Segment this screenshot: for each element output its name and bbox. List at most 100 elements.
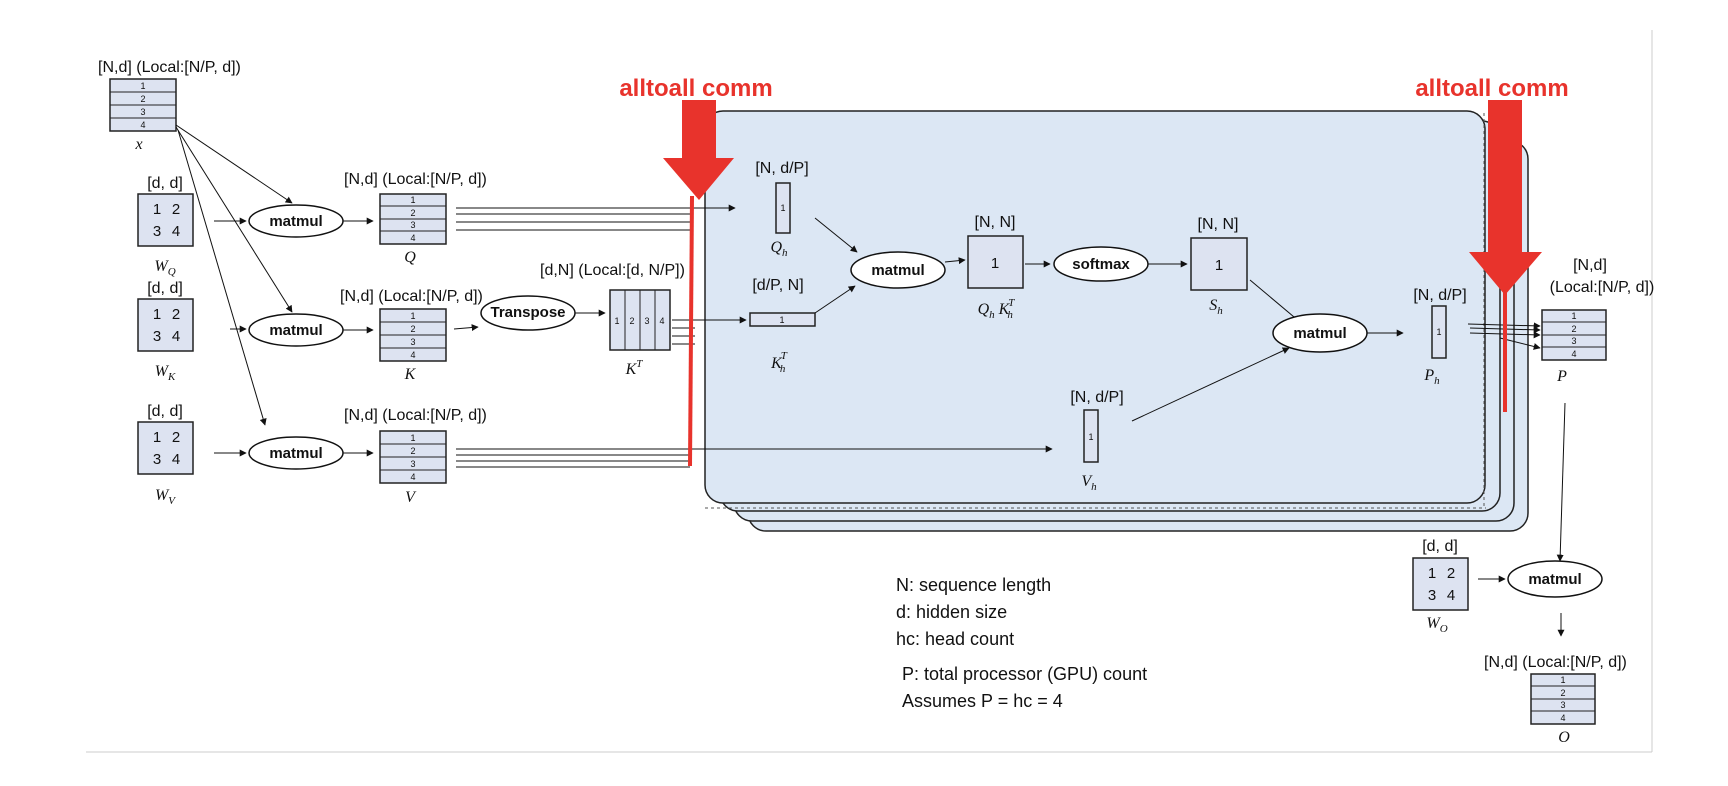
q-shape-label: [N,d] (Local:[N/P, d]) (344, 171, 487, 188)
alltoall-label-right: alltoall comm (1415, 75, 1568, 102)
wo-cell-2: 2 (1447, 565, 1455, 582)
vh-group: [N, d/P] 1 Vh (1070, 389, 1123, 493)
x-name: x (134, 136, 142, 153)
kt-matrix: 1 2 3 4 (609, 289, 671, 351)
arrow-sh-to-matmul (1249, 279, 1301, 323)
v-row-3: 3 (410, 459, 415, 469)
arrow-vh-to-matmul (1131, 347, 1290, 422)
ph-shape-label: [N, d/P] (1413, 287, 1466, 304)
alltoall-label-left: alltoall comm (619, 75, 772, 102)
arrow-qh-to-matmul (814, 217, 858, 253)
wv-cell-4: 4 (172, 451, 180, 468)
qk-cell: 1 (991, 255, 999, 272)
p-row-3: 3 (1571, 336, 1576, 346)
vh-cell: 1 (1088, 432, 1093, 442)
qk-matrix (967, 235, 1024, 289)
ph-group: [N, d/P] 1 Ph (1413, 287, 1466, 387)
o-row-1: 1 (1560, 675, 1565, 685)
o-name: O (1558, 729, 1570, 746)
legend-hc: hc: head count (896, 629, 1014, 649)
wo-cell-4: 4 (1447, 587, 1455, 604)
wq-shape-label: [d, d] (147, 175, 183, 192)
k-matrix: 1 2 3 4 (379, 308, 447, 362)
head-panel-front (704, 110, 1486, 504)
wv-group: [d, d] 1 2 3 4 WV (137, 403, 194, 507)
qh-matrix (775, 182, 791, 234)
wq-cell-4: 4 (172, 223, 180, 240)
svg-text:matmul: matmul (1293, 325, 1346, 342)
p-row-4: 4 (1571, 349, 1576, 359)
x-matrix: 1 2 3 4 (109, 78, 177, 132)
wk-group: [d, d] 1 2 3 4 WK (137, 280, 194, 383)
wo-shape-label: [d, d] (1422, 538, 1458, 555)
ph-name: Ph (1423, 367, 1440, 387)
qh-name: Qh (770, 239, 788, 259)
kht-shape-label: [d/P, N] (752, 277, 803, 294)
arrow-kht-to-matmul (814, 285, 856, 314)
p-row-1: 1 (1571, 311, 1576, 321)
k-shape-label: [N,d] (Local:[N/P, d]) (340, 288, 483, 305)
o-matrix: 1 2 3 4 (1530, 673, 1596, 725)
ph-matrix (1431, 305, 1447, 359)
arrow-x-to-matmul-q (175, 124, 293, 204)
arrow-p-to-matmul-o (1556, 402, 1566, 562)
kht-matrix (749, 312, 816, 327)
wo-group: [d, d] 1 2 3 4 WO (1412, 538, 1469, 635)
k-name: K (404, 366, 417, 383)
wk-cell-4: 4 (172, 328, 180, 345)
kt-name: KT (625, 358, 644, 378)
kt-col-1: 1 (614, 316, 619, 326)
kt-col-4: 4 (659, 316, 664, 326)
v-row-1: 1 (410, 433, 415, 443)
kt-col-3: 3 (644, 316, 649, 326)
matmul-q-op: matmul (248, 204, 344, 238)
wo-cell-3: 3 (1428, 587, 1436, 604)
sh-cell: 1 (1215, 257, 1223, 274)
legend-n: N: sequence length (896, 575, 1051, 595)
wv-cell-2: 2 (172, 429, 180, 446)
wq-cell-3: 3 (153, 223, 161, 240)
p-row-2: 2 (1571, 324, 1576, 334)
matmul-v-op: matmul (248, 436, 344, 470)
o-shape-label: [N,d] (Local:[N/P, d]) (1484, 654, 1627, 671)
matmul-sv-op: matmul (1272, 313, 1368, 353)
matmul-qk-op: matmul (850, 251, 946, 289)
legend-d: d: hidden size (896, 602, 1007, 622)
wq-cell-1: 1 (153, 201, 161, 218)
kt-shape-label: [d,N] (Local:[d, N/P]) (540, 262, 685, 279)
matmul-o-op: matmul (1507, 560, 1603, 598)
q-matrix: 1 2 3 4 (379, 193, 447, 245)
p-name: P (1556, 368, 1567, 385)
wo-matrix (1412, 557, 1469, 611)
wv-matrix (137, 421, 194, 475)
v-matrix: 1 2 3 4 (379, 430, 447, 484)
x-row-2: 2 (140, 94, 145, 104)
v-to-vh-lines (456, 445, 1053, 468)
v-name: V (405, 489, 417, 506)
qh-cell: 1 (780, 203, 785, 213)
x-shape-label: [N,d] (Local:[N/P, d]) (98, 59, 241, 76)
qh-group: [N, d/P] 1 Qh (755, 160, 808, 259)
wq-matrix (137, 193, 194, 247)
wv-name: WV (155, 487, 176, 507)
q-row-3: 3 (410, 220, 415, 230)
arrow-k-to-transpose (453, 324, 479, 332)
kht-cell: 1 (779, 315, 784, 325)
arrow-x-to-matmul-k (175, 126, 293, 313)
svg-text:matmul: matmul (871, 262, 924, 279)
arrow-matmul-to-qk (944, 257, 966, 265)
wk-shape-label: [d, d] (147, 280, 183, 297)
k-row-3: 3 (410, 337, 415, 347)
transpose-op: Transpose (480, 295, 576, 331)
wk-cell-1: 1 (153, 306, 161, 323)
k-row-4: 4 (410, 350, 415, 360)
alltoall-arrow-right (1469, 100, 1542, 295)
k-row-1: 1 (410, 311, 415, 321)
svg-text:matmul: matmul (269, 213, 322, 230)
arrow-x-to-matmul-v (177, 129, 267, 426)
vh-shape-label: [N, d/P] (1070, 389, 1123, 406)
legend-assumes: Assumes P = hc = 4 (902, 691, 1063, 711)
p-matrix: 1 2 3 4 (1541, 309, 1607, 361)
ph-cell: 1 (1436, 327, 1441, 337)
